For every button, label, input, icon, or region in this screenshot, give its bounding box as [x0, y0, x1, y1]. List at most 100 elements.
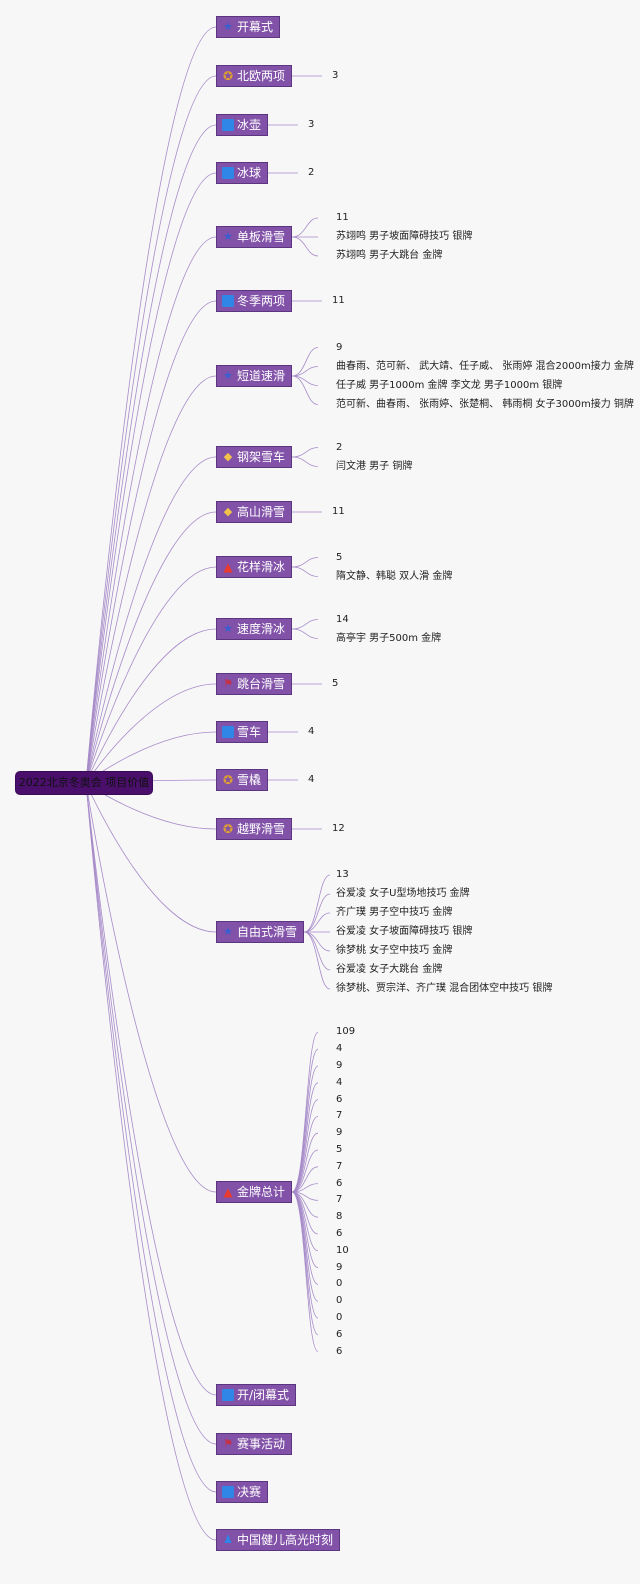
leaf-value: 6 — [336, 1093, 343, 1105]
leaf-value: 10 — [336, 1244, 349, 1256]
branch-node[interactable]: ✪越野滑雪 — [216, 818, 293, 840]
leaf-value: 0 — [336, 1295, 343, 1307]
leaf-value: 7 — [336, 1110, 343, 1122]
leaf-value: 6 — [336, 1228, 343, 1239]
star-icon: ★ — [223, 20, 233, 33]
connector-line — [291, 1191, 319, 1352]
leaf-value: 5 — [336, 551, 343, 563]
leaf-value: 109 — [336, 1026, 356, 1038]
blue-square-icon — [222, 295, 234, 307]
leaf-value: 任子威 男子1000m 金牌 李文龙 男子1000m 银牌 — [336, 379, 563, 391]
leaf-value: 9 — [336, 1060, 343, 1071]
connector-line — [85, 782, 217, 1396]
connector-line — [291, 375, 319, 405]
leaf-value: 11 — [332, 295, 345, 306]
branch-node[interactable]: ★ 自由式滑雪 — [216, 921, 305, 943]
connector-line — [85, 628, 217, 784]
branch-node[interactable]: 雪车 — [216, 721, 269, 743]
branch-label: 开/闭幕式 — [237, 1388, 290, 1402]
branch-label: 冬季两项 — [237, 294, 286, 308]
leaf-value: 6 — [336, 1328, 343, 1340]
branch-label: 金牌总计 — [237, 1185, 286, 1199]
star-icon: ★ — [223, 925, 233, 938]
connector-line — [292, 456, 319, 467]
branch-node[interactable]: ★ 单板滑雪 — [216, 226, 293, 248]
leaf-value: 4 — [336, 1076, 343, 1088]
fire-icon: ▲ — [223, 1185, 233, 1199]
blue-square-icon — [222, 167, 234, 179]
connector-line — [292, 566, 319, 577]
branch-node[interactable]: ♟中国健儿高光时刻 — [216, 1529, 341, 1551]
branch-label: 高山滑雪 — [237, 505, 286, 519]
branch-node[interactable]: 开/闭幕式 — [216, 1384, 297, 1406]
branch-node[interactable]: ◆ 钢架雪车 — [216, 446, 293, 468]
star-icon: ★ — [223, 369, 233, 382]
branch-node[interactable]: ★短道速滑 — [216, 365, 293, 387]
branch-node[interactable]: ▲ 金牌总计 — [216, 1181, 293, 1203]
leaf-value: 4 — [308, 726, 315, 737]
branch-node[interactable]: 冰球 — [216, 162, 269, 184]
connector-line — [291, 1082, 319, 1193]
branch-node[interactable]: ✪北欧两项 — [216, 65, 293, 87]
leaf-value: 9 — [336, 1127, 343, 1139]
branch-node[interactable]: ★速度滑冰 — [216, 618, 293, 640]
medal-icon: ✪ — [222, 69, 234, 83]
gem-icon: ◆ — [223, 450, 233, 463]
blue-square-icon — [222, 119, 234, 131]
branch-node[interactable]: ★开幕式 — [216, 16, 281, 38]
branch-node[interactable]: 冰壶 — [216, 114, 269, 136]
connector-line — [291, 217, 319, 238]
connector-line — [85, 124, 217, 784]
leaf-value: 6 — [336, 1345, 343, 1357]
leaf-value: 徐梦桃、贾宗洋、齐广璞 混合团体空中技巧 银牌 — [336, 983, 553, 994]
gem-icon: ◆ — [223, 505, 233, 518]
connector-line — [291, 1149, 319, 1193]
leaf-value: 苏翊鸣 男子大跳台 金牌 — [336, 250, 443, 261]
connector-line — [291, 347, 319, 377]
leaf-value: 12 — [332, 823, 345, 834]
branch-label: 花样滑冰 — [237, 560, 286, 574]
leaf-value: 曲春雨、范可新、 武大靖、任子威、 张雨婷 混合2000m接力 金牌 — [336, 360, 634, 372]
connector-line — [85, 566, 217, 784]
root-node[interactable]: 2022北京冬奥会 项目价值 — [16, 772, 152, 794]
branch-node[interactable]: ◆ 高山滑雪 — [216, 501, 293, 523]
connector-line — [303, 931, 331, 990]
leaf-value: 2 — [336, 441, 343, 453]
branch-label: 自由式滑雪 — [237, 925, 298, 939]
branch-label: 越野滑雪 — [237, 822, 286, 836]
connector-line — [303, 931, 331, 971]
connector-line — [291, 1032, 319, 1193]
connector-line — [85, 236, 217, 784]
leaf-value: 隋文静、韩聪 双人滑 金牌 — [336, 570, 453, 582]
connector-line — [85, 782, 217, 1541]
connector-line — [291, 1116, 319, 1193]
branch-label: 单板滑雪 — [237, 230, 286, 244]
leaf-value: 谷爱凌 女子坡面障碍技巧 银牌 — [336, 926, 473, 937]
branch-node[interactable]: ⚑跳台滑雪 — [216, 673, 293, 695]
connector-line — [85, 172, 217, 784]
connector-line — [292, 1183, 319, 1193]
leaf-value: 9 — [336, 1261, 343, 1273]
medal-icon: ✪ — [222, 773, 234, 787]
branch-label: 赛事活动 — [237, 1437, 286, 1451]
connector-line — [292, 619, 319, 630]
connector-line — [303, 893, 331, 933]
leaf-value: 3 — [332, 70, 339, 81]
connector-line — [85, 782, 217, 1445]
branch-label: 雪车 — [237, 725, 262, 739]
branch-node[interactable]: ✪雪橇 — [216, 769, 269, 791]
leaf-value: 3 — [308, 119, 315, 130]
branch-node[interactable]: ▲花样滑冰 — [216, 556, 293, 578]
branch-node[interactable]: ⚑赛事活动 — [216, 1433, 293, 1455]
connector-line — [292, 375, 319, 386]
leaf-value: 齐广璞 男子空中技巧 金牌 — [336, 907, 453, 918]
connector-line — [85, 782, 217, 1193]
leaf-value: 2 — [308, 167, 315, 178]
branch-label: 钢架雪车 — [237, 450, 286, 464]
leaf-value: 4 — [336, 1043, 343, 1055]
branch-node[interactable]: 决赛 — [216, 1481, 269, 1503]
branch-node[interactable]: 冬季两项 — [216, 290, 293, 312]
connector-line — [292, 447, 319, 458]
star-icon: ★ — [223, 230, 233, 243]
person-icon: ♟ — [223, 1533, 233, 1546]
